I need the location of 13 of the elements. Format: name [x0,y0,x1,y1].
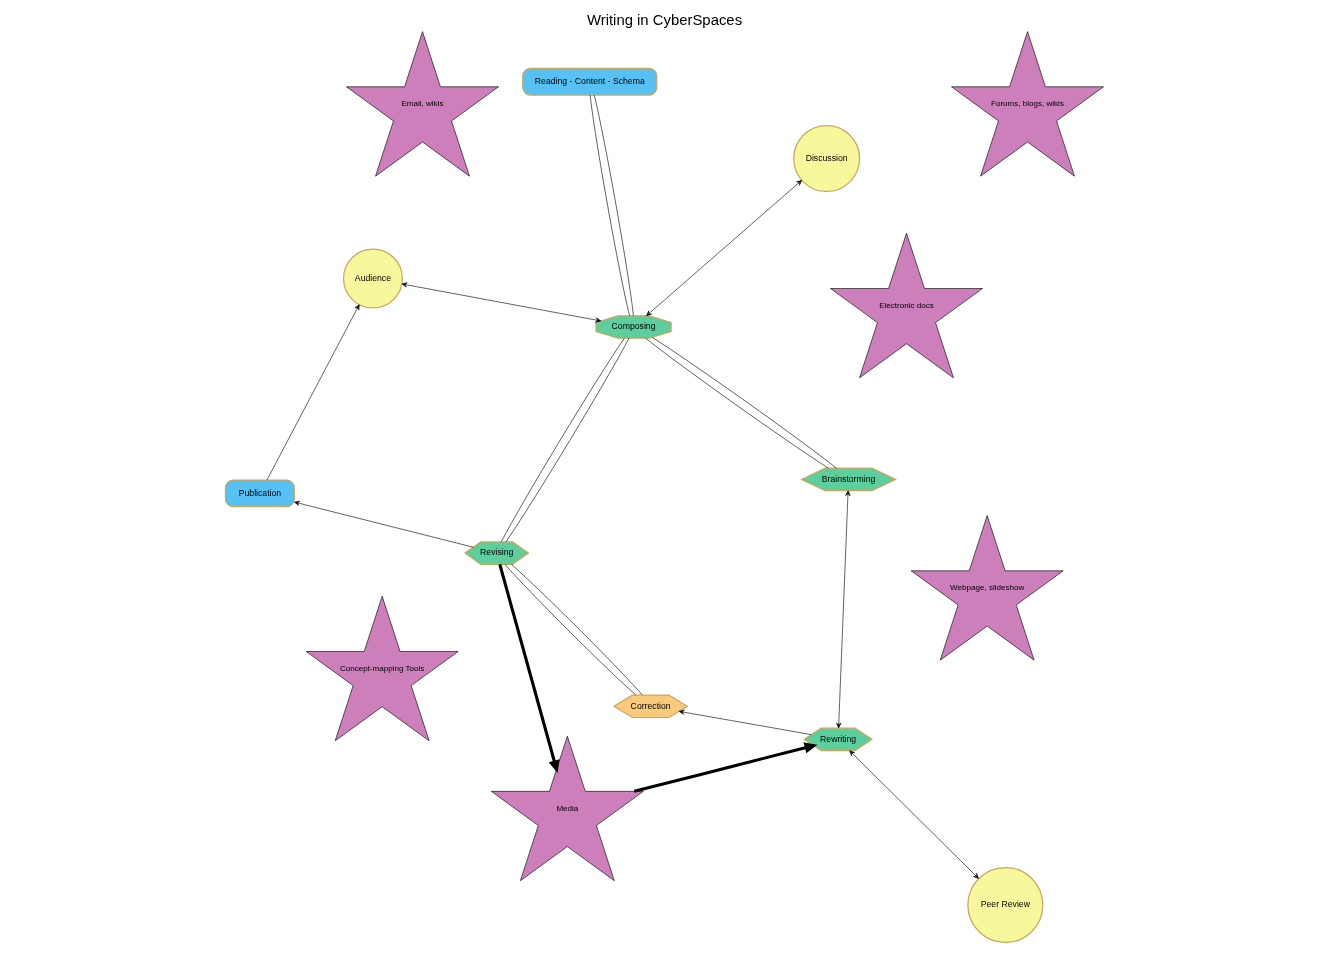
arrow [266,304,360,481]
arrow [678,709,812,735]
arrow [645,180,802,316]
arrow [633,742,817,793]
node-circle: Peer Review [966,866,1043,944]
arrow [497,564,560,774]
arrow [293,500,474,548]
diagram-title: Writing in CyberSpaces [586,11,742,28]
node-box: Reading - Content - Schema [521,67,657,96]
arrow [401,282,601,323]
node-box: Publication [224,479,295,508]
arrow [835,490,850,729]
arrow [848,750,979,879]
